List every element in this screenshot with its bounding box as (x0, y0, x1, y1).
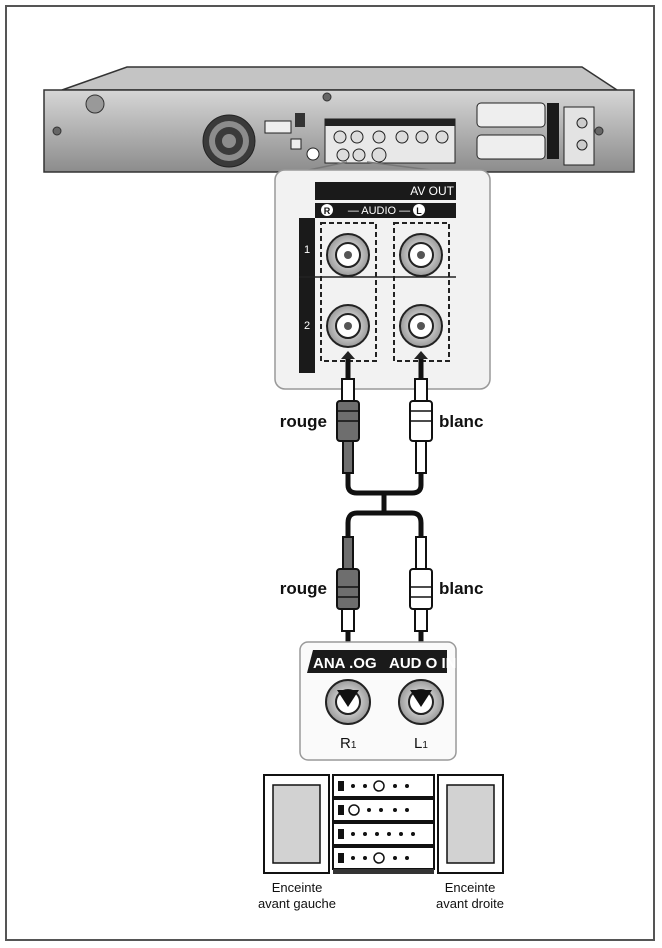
av-jack-r1 (326, 233, 370, 277)
amplifier-stack (332, 774, 435, 874)
av-jack-l1 (399, 233, 443, 277)
diagram-frame: AV OUT — AUDIO — R L 1 2 (5, 5, 655, 941)
label-right-speaker-line1: Enceinte (445, 880, 496, 895)
analog-jack-l1 (398, 679, 444, 725)
label-left-speaker-line1: Enceinte (272, 880, 323, 895)
analog-title-right: AUD O IN (389, 655, 457, 672)
label-upper-blanc: blanc (439, 412, 483, 431)
analog-jack-r-label: R1 (340, 735, 357, 752)
av-jack-r2 (326, 304, 370, 348)
row-label-1: 1 (304, 244, 310, 256)
label-upper-rouge: rouge (280, 412, 327, 431)
analog-audio-in-panel: ANA .OG AUD O IN R1 L1 (299, 641, 457, 761)
av-jack-l2 (399, 304, 443, 348)
label-lower-blanc: blanc (439, 579, 483, 598)
badge-r: R (324, 206, 331, 216)
badge-l: L (416, 206, 422, 216)
connection-diagram: AV OUT — AUDIO — R L 1 2 (43, 66, 635, 911)
hifi-system (263, 774, 504, 874)
fan-vent-icon (202, 114, 256, 168)
audio-header: — AUDIO — (348, 205, 410, 217)
dvd-recorder (43, 66, 635, 173)
av-out-zoom-panel: AV OUT — AUDIO — R L 1 2 (274, 169, 491, 390)
label-right-speaker-line2: avant droite (436, 896, 504, 911)
label-lower-rouge: rouge (280, 579, 327, 598)
lower-red-plug (336, 536, 360, 632)
upper-white-plug (409, 378, 433, 474)
right-speaker (437, 774, 504, 874)
av-out-title: AV OUT (410, 184, 454, 198)
row-label-2: 2 (304, 320, 310, 332)
analog-jack-r1 (325, 679, 371, 725)
analog-title-left: ANA .OG (313, 655, 377, 672)
label-left-speaker-line2: avant gauche (258, 896, 336, 911)
lower-white-plug (409, 536, 433, 632)
upper-red-plug (336, 378, 360, 474)
analog-jack-l-label: L1 (414, 735, 428, 752)
left-speaker (263, 774, 330, 874)
